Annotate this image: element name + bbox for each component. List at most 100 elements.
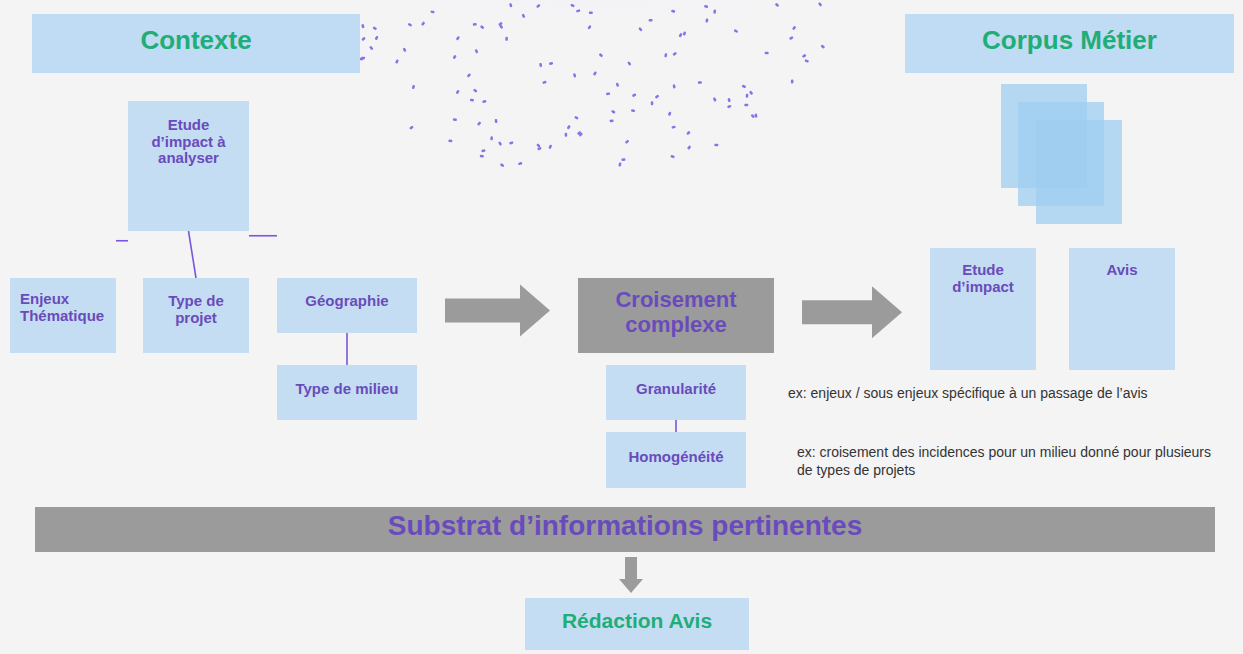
confetti-dot bbox=[456, 36, 460, 41]
confetti-dot bbox=[361, 57, 365, 60]
confetti-dot bbox=[638, 27, 643, 32]
section-header: Contexte bbox=[32, 14, 360, 73]
confetti-dot bbox=[498, 141, 502, 146]
node-text: Substrat d’informations pertinentes bbox=[388, 511, 863, 542]
connector-line bbox=[249, 235, 277, 237]
confetti-dot bbox=[509, 3, 512, 8]
document-box: Etude d’impact bbox=[930, 248, 1036, 370]
block-arrow bbox=[445, 285, 550, 337]
confetti-dot bbox=[518, 162, 523, 166]
confetti-dot bbox=[698, 81, 702, 84]
confetti-dot bbox=[589, 11, 593, 14]
confetti-dot bbox=[539, 63, 542, 67]
node-text: Rédaction Avis bbox=[562, 609, 712, 632]
confetti-dot bbox=[746, 94, 749, 98]
confetti-dot bbox=[412, 85, 415, 89]
confetti-dot bbox=[744, 104, 748, 107]
confetti-dot bbox=[802, 54, 807, 58]
confetti-dot bbox=[505, 37, 508, 41]
confetti-dot bbox=[579, 132, 583, 137]
criterion-box: Granularité bbox=[606, 365, 746, 420]
context-box: Enjeux Thématique bbox=[10, 278, 116, 353]
confetti-dot bbox=[477, 121, 482, 126]
confetti-dot bbox=[742, 84, 747, 88]
confetti-dot bbox=[625, 140, 630, 145]
confetti-dot bbox=[606, 92, 610, 95]
confetti-dot bbox=[576, 9, 581, 12]
confetti-dot bbox=[687, 145, 691, 150]
confetti-dot bbox=[713, 97, 717, 102]
confetti-dot bbox=[567, 125, 571, 130]
confetti-dot bbox=[536, 4, 541, 9]
output-box: Rédaction Avis bbox=[525, 598, 749, 650]
confetti-dot bbox=[820, 44, 825, 48]
confetti-dot bbox=[361, 37, 366, 42]
confetti-dot bbox=[549, 62, 553, 65]
connector-line bbox=[346, 333, 348, 365]
confetti-dot bbox=[480, 25, 485, 29]
confetti-dot bbox=[499, 24, 503, 29]
confetti-dot bbox=[467, 73, 472, 78]
confetti-dot bbox=[611, 110, 616, 114]
confetti-dot bbox=[536, 143, 541, 148]
connector-line bbox=[675, 420, 677, 432]
confetti-dot bbox=[481, 149, 486, 152]
confetti-dot bbox=[453, 118, 457, 121]
block-arrow bbox=[619, 557, 643, 593]
confetti-dot bbox=[671, 125, 675, 128]
confetti-dot bbox=[792, 26, 796, 31]
confetti-dot bbox=[621, 158, 625, 161]
confetti-dot bbox=[683, 31, 687, 36]
confetti-dot bbox=[482, 100, 486, 103]
confetti-dot bbox=[651, 101, 654, 105]
confetti-dot bbox=[727, 105, 732, 109]
node-text: Contexte bbox=[140, 26, 251, 55]
node-text: Type de milieu bbox=[295, 381, 398, 398]
confetti-dot bbox=[480, 155, 484, 158]
confetti-dot bbox=[818, 2, 822, 7]
connector-line bbox=[189, 231, 197, 278]
confetti-dot bbox=[500, 163, 505, 167]
confetti-dot bbox=[475, 49, 479, 54]
confetti-dot bbox=[750, 114, 755, 119]
block-arrow bbox=[802, 286, 902, 338]
confetti-dot bbox=[649, 19, 653, 22]
document-stack-icon bbox=[1001, 84, 1122, 224]
confetti-dot bbox=[765, 52, 769, 55]
confetti-dot bbox=[754, 113, 757, 117]
confetti-dot bbox=[574, 116, 579, 120]
confetti-dot bbox=[361, 24, 364, 28]
confetti-dot bbox=[473, 23, 477, 26]
confetti-dot bbox=[609, 119, 613, 122]
confetti-dot bbox=[403, 47, 407, 52]
node-text: Corpus Métier bbox=[982, 26, 1157, 55]
confetti-dot bbox=[453, 55, 457, 60]
confetti bbox=[346, 2, 826, 167]
confetti-dot bbox=[599, 53, 604, 58]
node-text: Croisement complexe bbox=[588, 288, 764, 336]
confetti-dot bbox=[671, 9, 675, 12]
context-box: Géographie bbox=[277, 278, 417, 333]
confetti-dot bbox=[704, 5, 708, 8]
confetti-dot bbox=[686, 131, 691, 136]
confetti-dot bbox=[570, 4, 575, 8]
confetti-dot bbox=[670, 155, 675, 159]
confetti-dot bbox=[522, 14, 526, 19]
confetti-dot bbox=[632, 93, 637, 97]
confetti-dot bbox=[573, 73, 577, 78]
confetti-dot bbox=[616, 82, 620, 87]
document-box: Avis bbox=[1069, 248, 1175, 370]
confetti-dot bbox=[672, 52, 677, 56]
confetti-dot bbox=[473, 88, 478, 92]
criterion-box: Homogénéité bbox=[606, 432, 746, 488]
confetti-dot bbox=[421, 21, 425, 26]
context-box: Type de projet bbox=[143, 278, 249, 353]
confetti-dot bbox=[587, 25, 591, 30]
context-box: Type de milieu bbox=[277, 365, 417, 420]
confetti-dot bbox=[713, 9, 716, 13]
confetti-dot bbox=[593, 71, 597, 76]
confetti-dot bbox=[409, 125, 414, 129]
confetti-dot bbox=[456, 90, 460, 95]
confetti-dot bbox=[789, 36, 794, 40]
confetti-dot bbox=[509, 141, 514, 145]
